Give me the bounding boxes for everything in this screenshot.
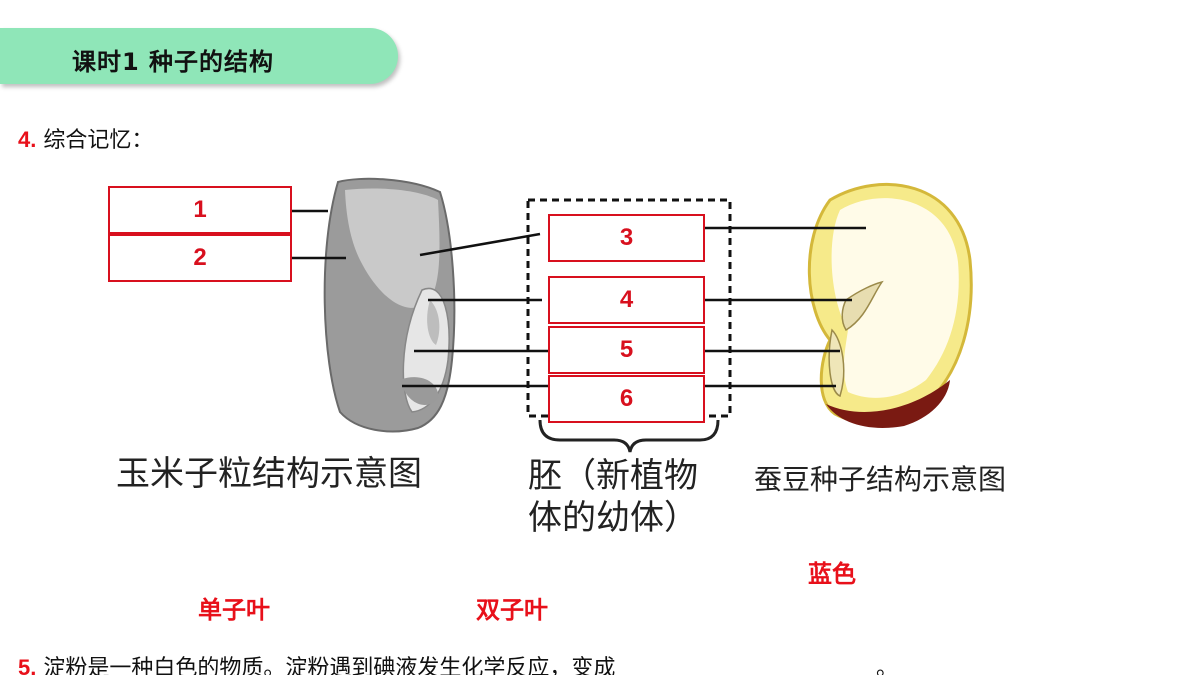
question-5-number: 5.	[18, 655, 37, 675]
answer-blue: 蓝色	[808, 560, 856, 588]
broad-bean-illustration	[807, 182, 973, 428]
label-box-1: 1	[108, 186, 292, 234]
corn-kernel-illustration	[323, 177, 456, 433]
question-4-number: 4.	[18, 127, 37, 152]
bean-caption: 蚕豆种子结构示意图	[754, 463, 1007, 496]
answer-monocot: 单子叶	[198, 596, 270, 624]
question-5-text: 淀粉是一种白色的物质。淀粉遇到碘液发生化学反应，变成	[36, 656, 616, 675]
question-5: 5. 淀粉是一种白色的物质。淀粉遇到碘液发生化学反应，变成	[18, 650, 615, 675]
leader-lines	[292, 209, 866, 388]
embryo-brace	[538, 419, 720, 453]
label-box-5: 5	[548, 326, 705, 374]
question-4-text: 综合记忆：	[36, 128, 154, 153]
label-box-4: 4	[548, 276, 705, 324]
answer-dicot: 双子叶	[476, 596, 548, 624]
label-box-2: 2	[108, 234, 292, 282]
label-box-3: 3	[548, 214, 705, 262]
page-title: 课时1 种子的结构	[72, 48, 275, 76]
label-box-6: 6	[548, 375, 705, 423]
embryo-caption-line-2: 体的幼体）	[528, 498, 698, 538]
title-bar	[0, 28, 398, 84]
corn-caption: 玉米子粒结构示意图	[116, 454, 422, 494]
question-4: 4. 综合记忆：	[18, 122, 153, 154]
question-5-end: 。	[876, 656, 899, 675]
embryo-caption-line-1: 胚（新植物	[528, 456, 698, 496]
